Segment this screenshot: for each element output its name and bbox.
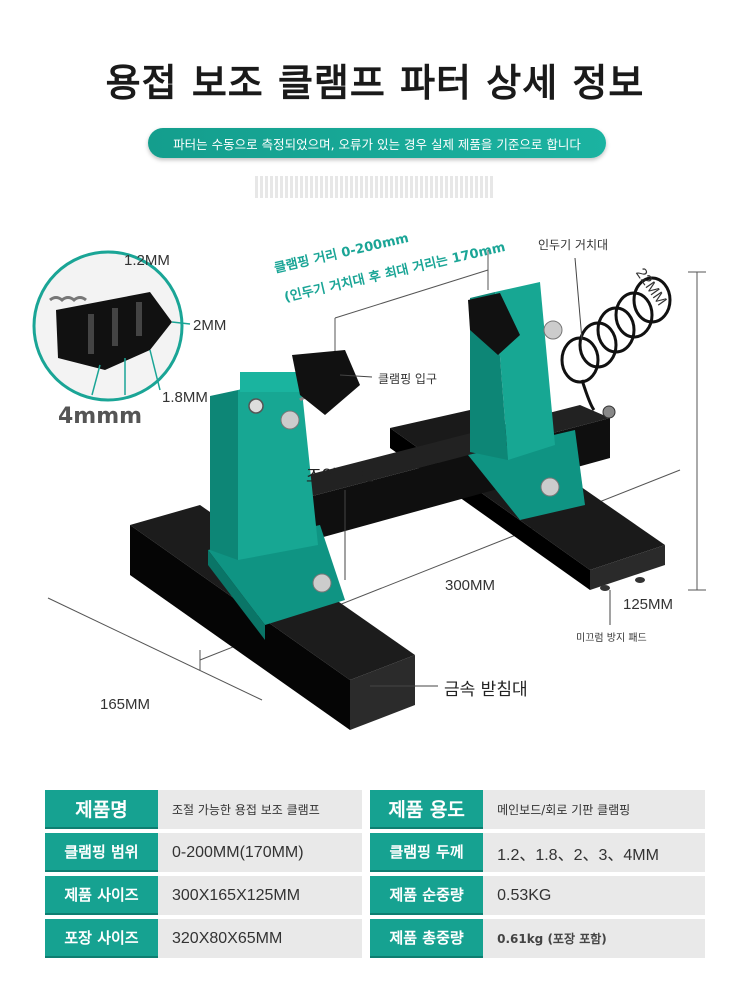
clamp-range-line	[334, 269, 489, 319]
right-clamp-arm	[468, 282, 585, 520]
left-clamp-jaw	[292, 350, 360, 415]
dim-label-1-8mm: 1.8MM	[162, 389, 208, 406]
right-clamp-jaw	[468, 293, 520, 355]
jaw-detail-inset	[32, 250, 191, 402]
spec-value: 0-200MM(170MM)	[158, 833, 363, 872]
spec-value: 0.61kg (포장 포함)	[483, 919, 705, 958]
dim-label-4mm: 4mmm	[58, 404, 143, 429]
notice-banner: 파터는 수동으로 측정되었으며, 오류가 있는 경우 실제 제품을 기준으로 합…	[148, 128, 606, 158]
spec-header: 제품 사이즈	[45, 876, 158, 915]
spec-header: 제품명	[45, 790, 158, 829]
height-dim-label: 125MM	[623, 596, 674, 613]
table-row: 클램핑 범위 0-200MM(170MM) 클램핑 두께 1.2、1.8、2、3…	[45, 833, 705, 872]
table-row: 제품 사이즈 300X165X125MM 제품 순중량 0.53KG	[45, 876, 705, 915]
spec-header: 클램핑 두께	[370, 833, 484, 872]
spec-header: 제품 총중량	[370, 919, 484, 958]
antislip-pad-label: 미끄럼 방지 패드	[576, 633, 647, 644]
spec-header: 포장 사이즈	[45, 919, 158, 958]
metal-base-label: 금속 받침대	[444, 680, 528, 700]
fine-print-decoration	[255, 176, 495, 198]
iron-holder-label: 인두기 거치대	[538, 238, 609, 252]
length-dim-label: 300MM	[445, 577, 496, 594]
table-row: 포장 사이즈 320X80X65MM 제품 총중량 0.61kg (포장 포함)	[45, 919, 705, 958]
spec-table: 제품명 조절 가능한 용접 보조 클램프 제품 용도 메인보드/회로 기판 클램…	[45, 786, 705, 962]
dim-label-2mm: 2MM	[193, 317, 227, 334]
spec-value: 320X80X65MM	[158, 919, 363, 958]
width-dimension-line	[47, 597, 263, 701]
spec-value: 0.53KG	[483, 876, 705, 915]
iron-holder-coil	[560, 276, 672, 411]
spec-value: 1.2、1.8、2、3、4MM	[483, 833, 705, 872]
dim-label-1-2mm: 1.2MM	[124, 252, 170, 269]
table-row: 제품명 조절 가능한 용접 보조 클램프 제품 용도 메인보드/회로 기판 클램…	[45, 790, 705, 829]
spec-value: 조절 가능한 용접 보조 클램프	[158, 790, 363, 829]
spec-value: 메인보드/회로 기판 클램핑	[483, 790, 705, 829]
page-title: 용접 보조 클램프 파터 상세 정보	[105, 61, 645, 105]
knob-label: 조임 노브	[306, 467, 374, 487]
spec-value: 300X165X125MM	[158, 876, 363, 915]
spec-header: 제품 순중량	[370, 876, 484, 915]
spec-header: 클램핑 범위	[45, 833, 158, 872]
product-illustration	[32, 250, 706, 730]
left-clamp-arm	[208, 350, 360, 640]
clamp-mouth-label: 클램핑 입구	[378, 372, 438, 386]
spec-header: 제품 용도	[370, 790, 484, 829]
width-dim-label: 165MM	[100, 696, 151, 713]
